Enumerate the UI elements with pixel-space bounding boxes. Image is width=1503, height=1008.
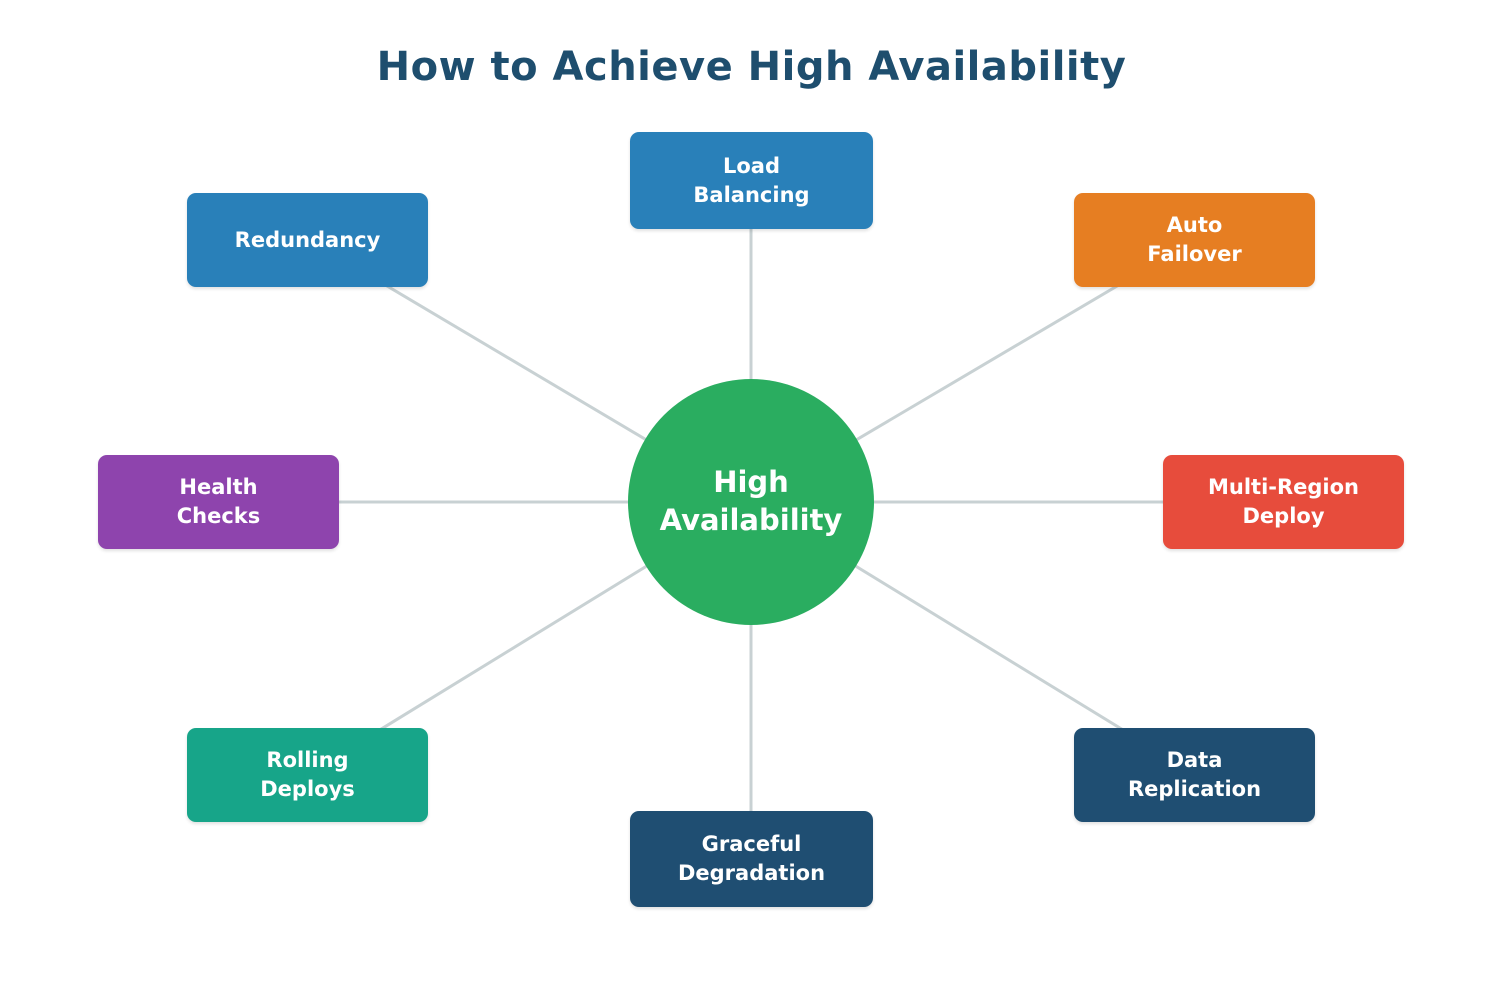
node-health-checks-label: Health Checks — [176, 475, 261, 528]
node-redundancy: Redundancy — [187, 193, 428, 287]
node-load-balancing-label: Load Balancing — [693, 153, 810, 207]
node-auto-failover-label: Auto Failover — [1147, 213, 1242, 266]
node-rolling-deploys: Rolling Deploys — [187, 728, 428, 822]
node-multi-region-deploy-label: Multi-Region Deploy — [1207, 475, 1360, 528]
node-data-replication: Data Replication — [1074, 728, 1315, 822]
center-node-high-availability: High Availability — [628, 379, 874, 625]
node-rolling-deploys-label: Rolling Deploys — [260, 748, 355, 801]
diagram-title: How to Achieve High Availability — [376, 44, 1127, 90]
node-redundancy-label: Redundancy — [234, 227, 381, 252]
node-auto-failover: Auto Failover — [1074, 193, 1315, 287]
node-load-balancing: Load Balancing — [630, 132, 873, 229]
node-health-checks: Health Checks — [98, 455, 339, 549]
node-graceful-degradation: Graceful Degradation — [630, 811, 873, 907]
node-graceful-degradation-label: Graceful Degradation — [677, 832, 826, 885]
node-data-replication-label: Data Replication — [1127, 748, 1262, 801]
node-multi-region-deploy: Multi-Region Deploy — [1163, 455, 1404, 549]
center-node-label: High Availability — [659, 465, 843, 537]
